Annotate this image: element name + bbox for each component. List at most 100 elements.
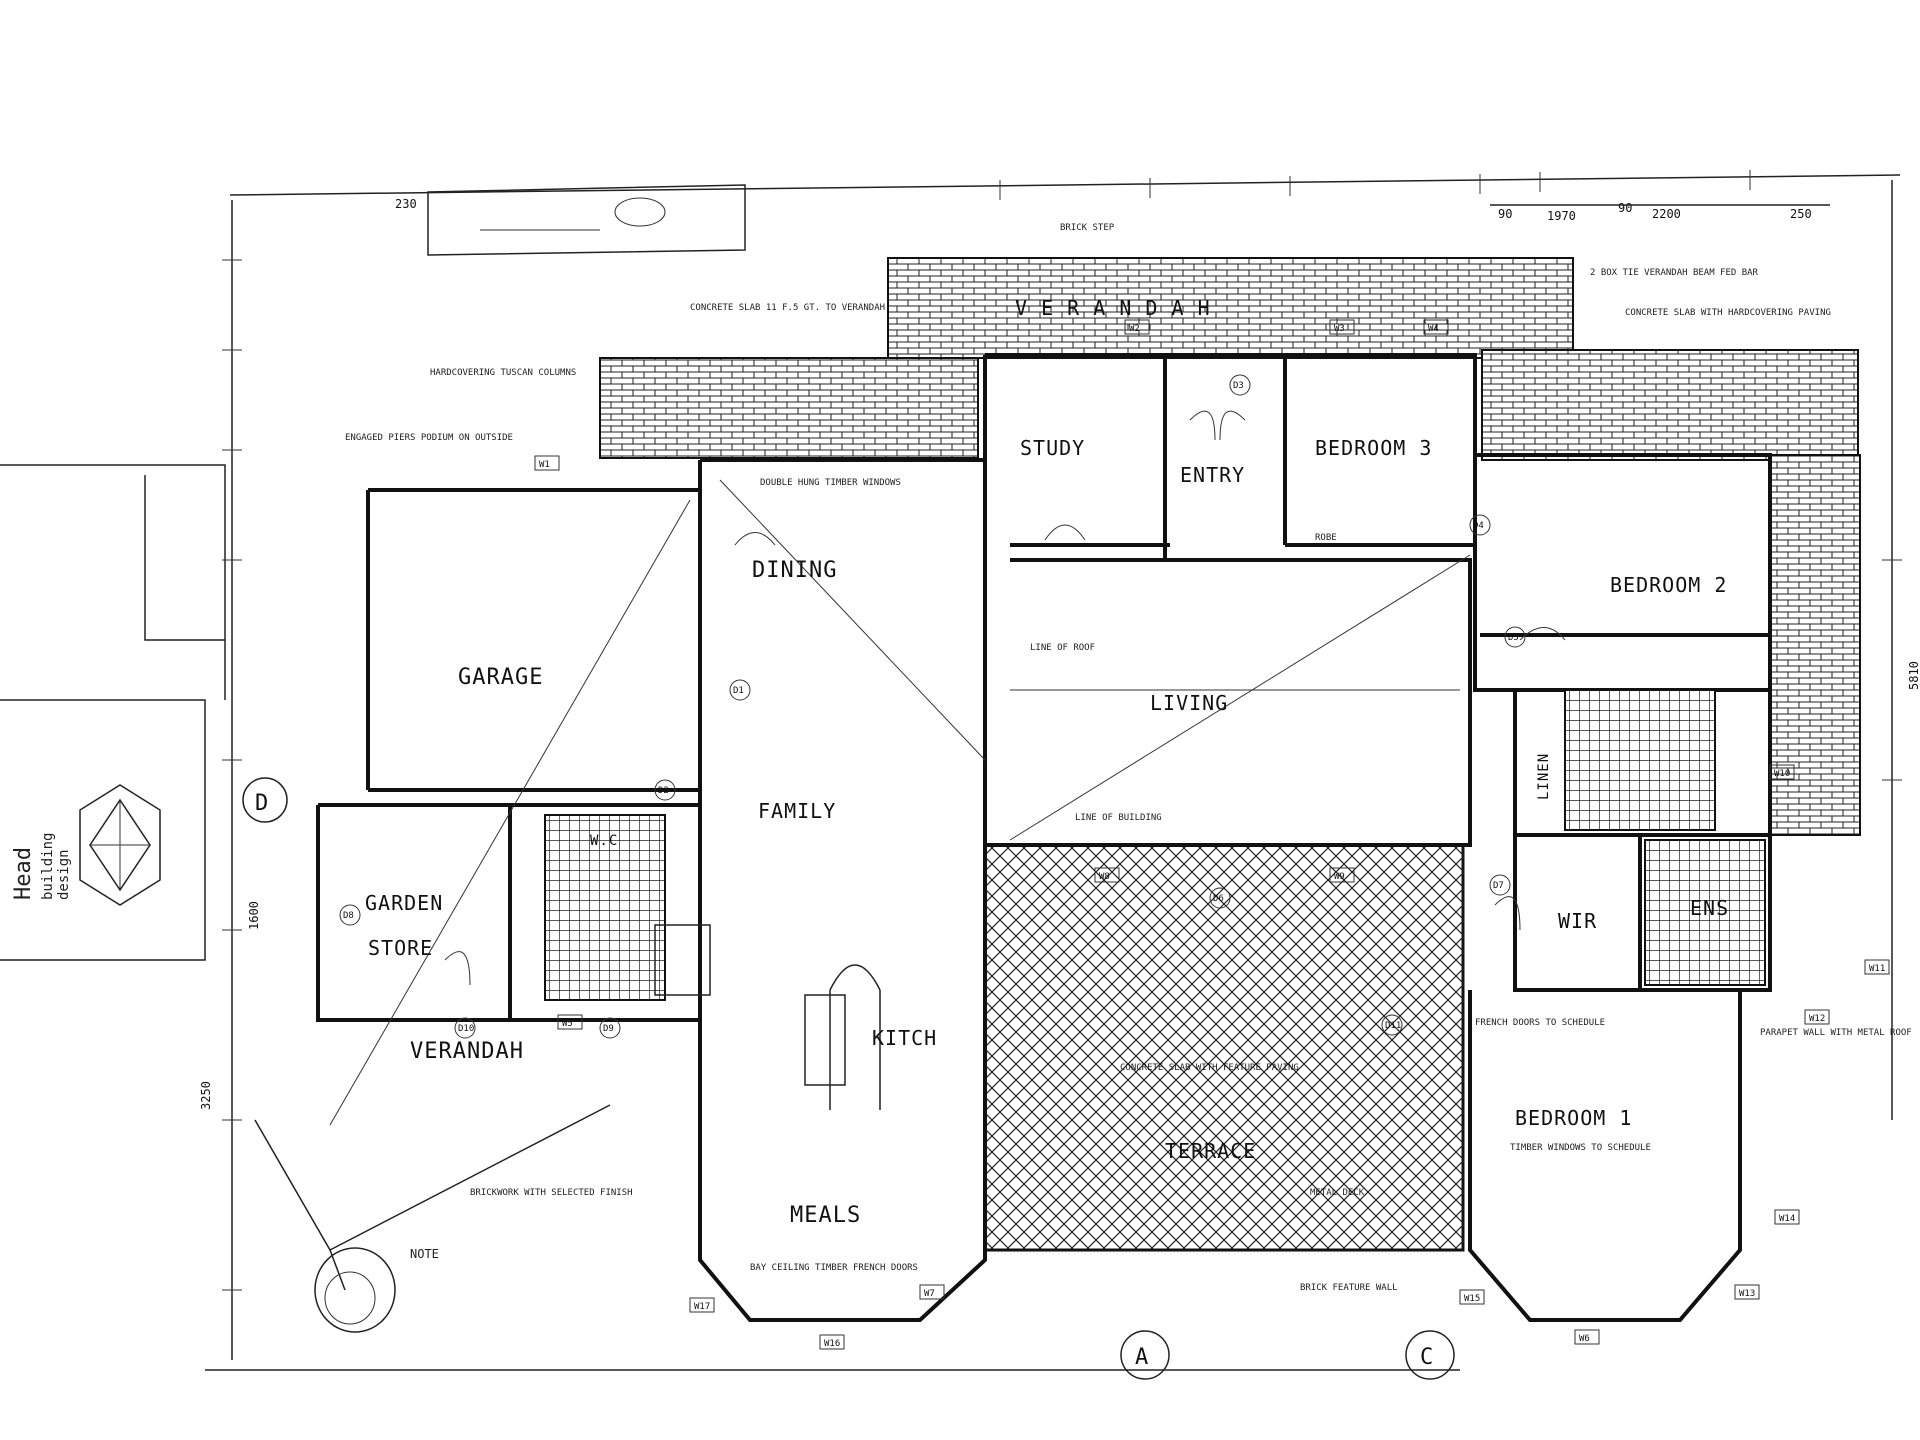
grid-ref-a: A: [1120, 1330, 1170, 1380]
line-of-roof-diagonal: [329, 499, 691, 1126]
dim-top-230: 230: [395, 197, 417, 211]
note-concrete-slab-right: CONCRETE SLAB WITH HARDCOVERING PAVING: [1625, 308, 1831, 318]
room-label-ens: ENS: [1690, 896, 1729, 920]
room-label-verandah-left: VERANDAH: [410, 1039, 524, 1064]
svg-text:D6: D6: [1213, 894, 1224, 904]
window-tag: W14: [1779, 1214, 1795, 1224]
window-tag: W3: [1334, 324, 1345, 334]
logo-text-2: building: [40, 833, 56, 900]
top-dimension-line: 230 90 1970 90 2200 250: [229, 170, 1901, 223]
note-metal-deck: METAL DECK: [1310, 1188, 1365, 1198]
window-tag: W10: [1774, 769, 1790, 779]
window-tag: W8: [1099, 872, 1110, 882]
logo-text-1: Head: [11, 847, 36, 900]
dim-top-1970: 1970: [1547, 209, 1576, 223]
note-feature-wall: BRICK FEATURE WALL: [1300, 1283, 1398, 1293]
note-french-doors: FRENCH DOORS TO SCHEDULE: [1475, 1018, 1605, 1028]
room-label-dining: DINING: [752, 558, 837, 583]
building-walls: [316, 353, 1772, 1322]
window-tag: W15: [1464, 1294, 1480, 1304]
svg-text:D4: D4: [1473, 521, 1484, 531]
kitchen-island: [829, 964, 881, 1110]
window-tags: W1 W2 W3 W4 W5 W6 W7 W8 W9 W10 W11 W12 W…: [534, 319, 1890, 1350]
note-line-of-building: LINE OF BUILDING: [1075, 813, 1162, 823]
room-label-study: STUDY: [1020, 436, 1085, 460]
ensuite-tiles: [1644, 839, 1766, 986]
note-concrete-slab-left: CONCRETE SLAB 11 F.5 GT. TO VERANDAH: [690, 303, 885, 313]
svg-text:D7: D7: [1493, 881, 1504, 891]
window-tag: W9: [1334, 872, 1345, 882]
room-label-entry: ENTRY: [1180, 463, 1245, 487]
room-label-family: FAMILY: [758, 799, 836, 823]
room-label-kitch: KITCH: [872, 1026, 937, 1050]
grid-ref-c: C: [1405, 1330, 1455, 1380]
room-label-wc: W.C: [590, 833, 618, 849]
svg-text:D8: D8: [343, 911, 354, 921]
title-block-stamp: [427, 184, 746, 256]
room-label-store: STORE: [368, 936, 433, 960]
note-engaged-piers: ENGAGED PIERS PODIUM ON OUTSIDE: [345, 433, 513, 443]
site-boundary: [254, 1104, 611, 1291]
room-label-bedroom2: BEDROOM 2: [1610, 573, 1727, 597]
svg-text:D11: D11: [1385, 1021, 1401, 1031]
svg-text:D2: D2: [658, 786, 669, 796]
window-tag: W1: [539, 460, 550, 470]
dim-top-90a: 90: [1498, 207, 1512, 221]
right-dimension-line: 5810: [1882, 180, 1920, 1120]
dim-top-90b: 90: [1618, 201, 1632, 215]
room-label-garden: GARDEN: [365, 891, 443, 915]
svg-text:A: A: [1135, 1345, 1148, 1370]
door-tags: D1 D2 D3 D4 D5 D6 D7 D8 D9 D10 D11: [339, 374, 1526, 1039]
room-label-verandah-top: V E R A N D A H: [1015, 296, 1211, 320]
tree-icon: [314, 1247, 396, 1333]
svg-text:D1: D1: [733, 686, 744, 696]
dim-left-3250: 3250: [199, 1081, 213, 1110]
note-robe: ROBE: [1315, 533, 1337, 543]
wc-tiles: [544, 814, 666, 1001]
note-double-hung: DOUBLE HUNG TIMBER WINDOWS: [760, 478, 901, 488]
room-label-meals: MEALS: [790, 1203, 861, 1228]
window-tag: W17: [694, 1302, 710, 1312]
room-label-bedroom1: BEDROOM 1: [1515, 1106, 1632, 1130]
note-timber-windows: TIMBER WINDOWS TO SCHEDULE: [1510, 1143, 1651, 1153]
note-hardcover-columns: HARDCOVERING TUSCAN COLUMNS: [430, 368, 576, 378]
svg-text:C: C: [1420, 1345, 1433, 1370]
window-tag: W11: [1869, 964, 1885, 974]
verandah-top-paving: [887, 257, 1574, 359]
terrace-paving: [983, 843, 1465, 1252]
dim-top-2200: 2200: [1652, 207, 1681, 221]
paving-right-wing: [1481, 349, 1859, 461]
designer-logo-block: Head building design: [0, 464, 226, 961]
grid-ref-d: D: [242, 777, 288, 823]
window-tag: W7: [924, 1289, 935, 1299]
window-tag: W16: [824, 1339, 840, 1349]
window-tag: W13: [1739, 1289, 1755, 1299]
dim-left-1600: 1600: [247, 901, 261, 930]
window-tag: W4: [1428, 324, 1439, 334]
door-swings: [444, 410, 1566, 986]
note-brickwork: BRICKWORK WITH SELECTED FINISH: [470, 1188, 633, 1198]
note-parapet: PARAPET WALL WITH METAL ROOF: [1760, 1028, 1912, 1038]
logo-hexagon-icon: [79, 784, 161, 906]
note-verandah-beam: 2 BOX TIE VERANDAH BEAM FED BAR: [1590, 268, 1759, 278]
svg-text:D10: D10: [458, 1024, 474, 1034]
note-meals-bay: BAY CEILING TIMBER FRENCH DOORS: [750, 1263, 918, 1273]
room-label-linen: LINEN: [1536, 753, 1552, 800]
logo-text-3: design: [56, 849, 72, 900]
room-label-wir: WIR: [1558, 909, 1597, 933]
paving-left-wing: [599, 357, 979, 459]
note-line-of-roof: LINE OF ROOF: [1030, 643, 1095, 653]
note-terrace-paving: CONCRETE SLAB WITH FEATURE PAVING: [1120, 1063, 1299, 1073]
room-label-bedroom3: BEDROOM 3: [1315, 436, 1432, 460]
window-tag: W6: [1579, 1334, 1590, 1344]
dim-top-250: 250: [1790, 207, 1812, 221]
svg-text:D5: D5: [1508, 633, 1519, 643]
dim-right-5810: 5810: [1907, 661, 1920, 690]
window-tag: W5: [562, 1019, 573, 1029]
window-tag: W2: [1129, 324, 1140, 334]
laundry-tiles: [1564, 689, 1716, 831]
left-dimension-line: 1600 3250: [199, 200, 261, 1360]
room-label-garage: GARAGE: [458, 665, 543, 690]
svg-text:D3: D3: [1233, 381, 1244, 391]
